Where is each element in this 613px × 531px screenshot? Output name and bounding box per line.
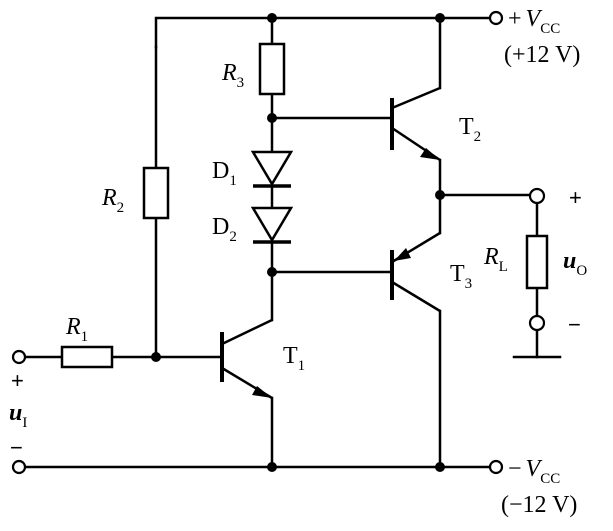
transistor-t3-symbol — [390, 231, 441, 313]
label-d2: D2 — [212, 214, 237, 245]
output-negative-terminal — [528, 314, 546, 332]
label-t2: T2 — [459, 114, 481, 145]
transistor-t1-symbol — [220, 318, 273, 400]
wires — [23, 16, 562, 469]
output-positive-terminal — [528, 187, 546, 205]
label-output-uo: uO — [563, 248, 587, 279]
label-vcc-positive: +VCC — [508, 6, 560, 37]
label-output-plus: + — [569, 185, 582, 210]
label-output-minus: − — [568, 312, 581, 337]
input-negative-terminal — [11, 459, 27, 475]
label-rl: RL — [483, 244, 508, 275]
diode-d2-symbol — [250, 206, 294, 244]
label-r3: R3 — [221, 60, 244, 91]
vcc-negative-terminal — [488, 459, 504, 475]
transistor-t2-symbol — [390, 86, 441, 162]
label-vcc-positive-value: (+12 V) — [504, 42, 580, 68]
vcc-positive-terminal — [488, 10, 504, 26]
label-vcc-negative: −VCC — [508, 456, 560, 487]
label-input-plus: + — [11, 368, 24, 393]
label-t3: T3 — [450, 261, 472, 292]
diode-d1-symbol — [250, 150, 294, 188]
label-d1: D1 — [212, 158, 237, 189]
resistor-r2-body — [142, 166, 170, 220]
resistor-r1-body — [60, 345, 114, 369]
label-r1: R1 — [65, 314, 88, 345]
label-r2: R2 — [101, 185, 124, 216]
junction-dots — [151, 13, 445, 472]
label-vcc-negative-value: (−12 V) — [501, 492, 577, 518]
label-input-ui: uI — [9, 400, 27, 431]
resistor-rl-body — [525, 234, 549, 290]
label-t1: T1 — [283, 343, 305, 374]
label-input-minus: − — [10, 435, 23, 460]
resistor-r3-body — [258, 42, 286, 96]
input-positive-terminal — [11, 349, 27, 365]
